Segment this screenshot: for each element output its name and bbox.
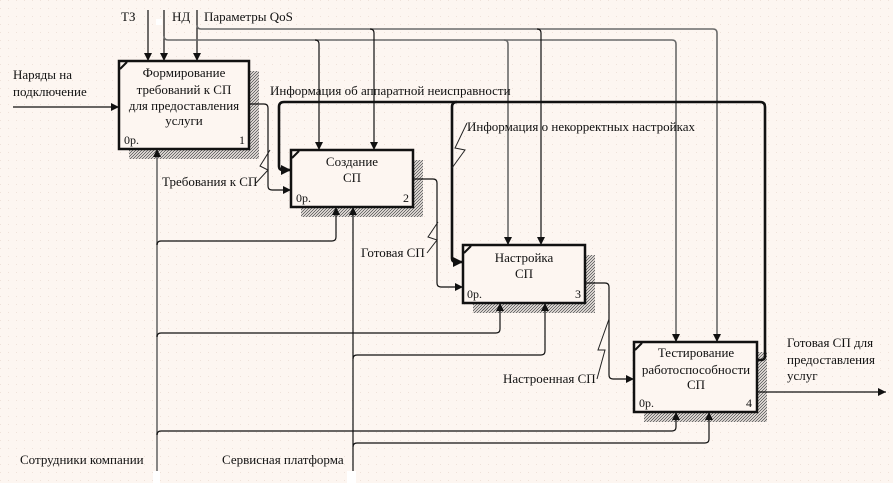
box-3-title-line: СП — [515, 266, 533, 281]
box-1-cost: 0р. — [124, 133, 139, 147]
mechanism-staff-branch-a2[interactable] — [156, 207, 340, 246]
mechanism-label-platform: Сервисная платформа — [222, 452, 344, 467]
box-4-frame — [632, 340, 759, 414]
box-2-title-line: СП — [343, 170, 361, 185]
box-1-corner-mark — [119, 61, 128, 70]
box-4-cost: 0р. — [639, 396, 654, 410]
box-3-number: 3 — [575, 287, 581, 301]
box-1-title-line: требований к СП — [137, 82, 232, 97]
control-qos-branch-a4[interactable] — [196, 24, 721, 342]
squiggle-requirements — [255, 149, 271, 184]
control-qos-branch-a2[interactable] — [369, 28, 378, 150]
box-4-title-line: работоспособности — [642, 362, 750, 377]
box-3-title-line: Настройка — [495, 250, 554, 265]
box-1-number: 1 — [239, 133, 245, 147]
box-3-corner-mark — [463, 245, 472, 254]
squiggle-ready-sp — [426, 221, 439, 254]
activity-box-3[interactable]: Настройка СП 0р. 3 — [461, 243, 587, 305]
output-label-ready-sp: предоставления — [787, 352, 875, 367]
activity-box-2[interactable]: Создание СП 0р. 2 — [289, 148, 415, 209]
box-1-title-line: для предоставления — [129, 98, 239, 113]
mechanism-staff-branch-a4[interactable] — [156, 412, 680, 436]
box-2-title-line: Создание — [326, 154, 378, 169]
activity-box-4[interactable]: Тестирование работоспособности СП 0р. 4 — [632, 340, 759, 414]
box-2-cost: 0р. — [296, 191, 311, 205]
control-label-nd: НД — [172, 9, 190, 24]
tunnel-marker-nd — [156, 19, 162, 25]
arrow-label-requirements: Требования к СП — [162, 174, 257, 189]
control-label-qos: Параметры QoS — [204, 9, 293, 24]
box-2-number: 2 — [403, 191, 409, 205]
input-label-orders: подключение — [13, 84, 87, 99]
arrow-configured-sp-a3-a4[interactable] — [585, 282, 634, 383]
input-label-orders: Наряды на — [13, 67, 72, 82]
tunnel-marker-staff — [153, 471, 160, 483]
feedback-hardware-fault-a4-a2[interactable] — [277, 100, 767, 362]
mechanism-platform-branch-a4[interactable] — [352, 412, 713, 448]
arrow-label-configured-sp: Настроенная СП — [503, 371, 596, 386]
box-4-title-line: Тестирование — [658, 345, 735, 360]
control-label-tz: ТЗ — [121, 9, 135, 24]
box-4-title-line: СП — [687, 377, 705, 392]
box-1-title-line: услуги — [165, 113, 203, 128]
box-3-cost: 0р. — [467, 287, 482, 301]
control-nd-branch-a2[interactable] — [314, 39, 323, 150]
activity-box-1[interactable]: Формирование требований к СП для предост… — [117, 59, 251, 151]
box-1-title-line: Формирование — [143, 65, 226, 80]
feedback-label-wrong-settings: Информация о некорректных настройках — [467, 119, 695, 134]
feedback-wrong-settings-a4-a3[interactable] — [450, 100, 463, 267]
arrow-label-ready-sp: Готовая СП — [361, 245, 425, 260]
control-nd-branch-a4[interactable] — [163, 35, 680, 342]
box-4-number: 4 — [746, 396, 752, 410]
box-3-frame — [461, 243, 587, 305]
mechanism-staff-branch-a3[interactable] — [156, 303, 504, 338]
mechanism-platform-branch-a3[interactable] — [352, 303, 549, 360]
tunnel-marker-platform — [347, 471, 356, 483]
arrow-ready-sp-a2-a3[interactable] — [413, 178, 463, 291]
arrow-requirements-a1-a2[interactable] — [249, 103, 291, 194]
box-1-frame — [117, 59, 251, 151]
box-2-corner-mark — [291, 150, 300, 159]
feedback-label-hardware-fault: Информация об аппаратной неисправности — [270, 83, 511, 98]
box-2-frame — [289, 148, 415, 209]
box-4-corner-mark — [634, 342, 643, 351]
control-nd-branch-a3[interactable] — [503, 39, 512, 245]
output-label-ready-sp: услуг — [787, 368, 818, 383]
squiggle-wrong-settings — [451, 122, 468, 169]
squiggle-configured-sp — [596, 318, 610, 380]
control-qos-branch-a3[interactable] — [536, 28, 545, 245]
output-label-ready-sp: Готовая СП для — [787, 335, 873, 350]
mechanism-label-staff: Сотрудники компании — [20, 452, 144, 467]
